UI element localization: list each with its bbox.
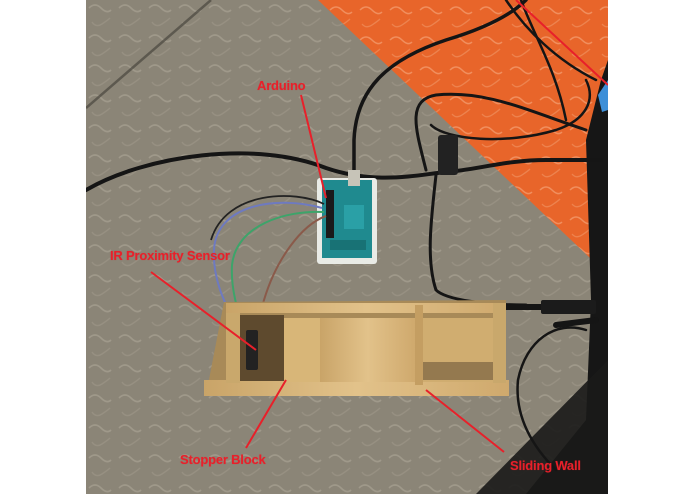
arduino-board	[317, 170, 377, 264]
annotation-lines	[150, 0, 608, 453]
ir-sensor-label: IR Proximity Sensor	[110, 248, 230, 263]
photo-scene	[86, 0, 608, 494]
wooden-box	[204, 300, 509, 396]
sliding-wall-label: Sliding Wall	[510, 458, 581, 473]
stopper-block-label: Stopper Block	[180, 452, 266, 467]
ir-sensor	[246, 330, 258, 370]
arduino-label: Arduino	[257, 78, 306, 93]
photo: Arduino IR Proximity Sensor Stopper Bloc…	[86, 0, 608, 494]
